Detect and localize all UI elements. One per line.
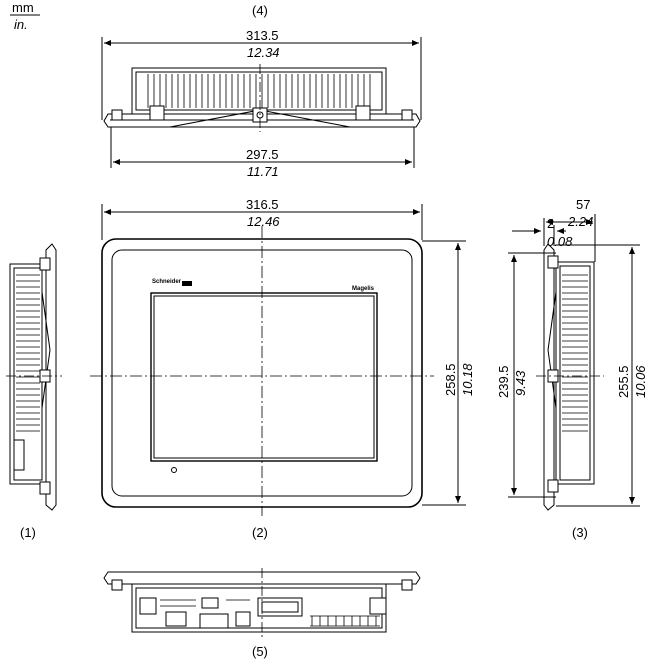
dim-top-base-mm: 297.5 [246, 147, 279, 162]
dim-top-width-in: 12.34 [247, 45, 280, 60]
dim-side-depth-in: 2.24 [568, 214, 594, 229]
unit-inch-label: in. [14, 17, 28, 32]
dim-front-height-in: 10.18 [460, 363, 475, 396]
view-label-top: (4) [252, 3, 268, 18]
dim-top-width-mm: 313.5 [246, 28, 279, 43]
dim-cutout-height-mm: 239.5 [496, 365, 511, 398]
dim-front-width-mm: 316.5 [246, 197, 279, 212]
power-led [171, 467, 177, 473]
right-view [508, 214, 640, 511]
view-label-bottom: (5) [252, 644, 268, 659]
dim-cutout-height-in: 9.43 [513, 370, 528, 396]
unit-mm-label: mm [12, 0, 34, 15]
dim-top-base-in: 11.71 [247, 164, 279, 179]
brand-logo-box [182, 281, 192, 286]
dim-front-height-mm: 258.5 [443, 363, 458, 396]
view-label-left: (1) [20, 525, 36, 540]
dim-side-height-mm: 255.5 [616, 365, 631, 398]
view-label-right: (3) [572, 525, 588, 540]
dim-bezel-thickness-mm: 2 [547, 216, 555, 231]
dim-front-width-in: 12.46 [247, 214, 280, 229]
dim-bezel-thickness-in: 0.08 [547, 234, 573, 249]
left-view [6, 243, 62, 511]
top-view [101, 37, 422, 168]
brand-product-text: Magelis [352, 286, 375, 292]
bottom-view [103, 568, 421, 640]
front-view [90, 204, 466, 516]
brand-logo-text: Schneider [152, 279, 182, 285]
view-label-front: (2) [252, 525, 268, 540]
dim-side-height-in: 10.06 [633, 365, 648, 398]
display-area [150, 292, 378, 462]
dim-side-depth-mm: 57 [576, 197, 591, 212]
